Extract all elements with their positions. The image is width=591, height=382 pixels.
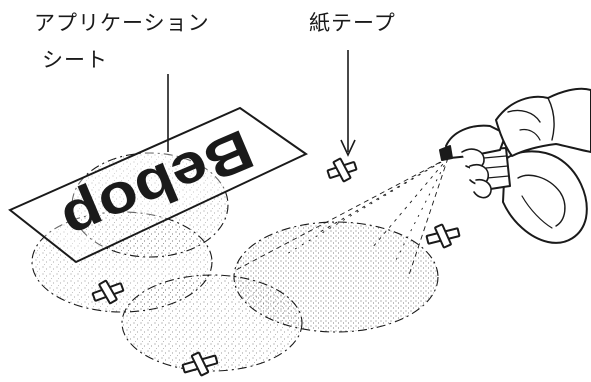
tape-marker-right — [425, 223, 461, 249]
label-application-sheet-line1: アプリケーション — [34, 11, 210, 35]
paper-tape-markers — [91, 157, 461, 377]
spray-circle-active — [233, 221, 439, 333]
spray-circles — [31, 152, 439, 372]
tape-marker-bottom — [181, 351, 219, 377]
label-paper-tape: 紙テープ — [309, 11, 396, 35]
spray-cone — [235, 157, 449, 279]
spray-bottle — [439, 87, 591, 244]
label-application-sheet-line2: シート — [42, 48, 108, 72]
tape-marker-left — [91, 279, 125, 305]
tape-marker-top — [326, 157, 358, 183]
leader-lines — [167, 50, 356, 157]
leader-arrow-paper-tape — [340, 139, 356, 157]
